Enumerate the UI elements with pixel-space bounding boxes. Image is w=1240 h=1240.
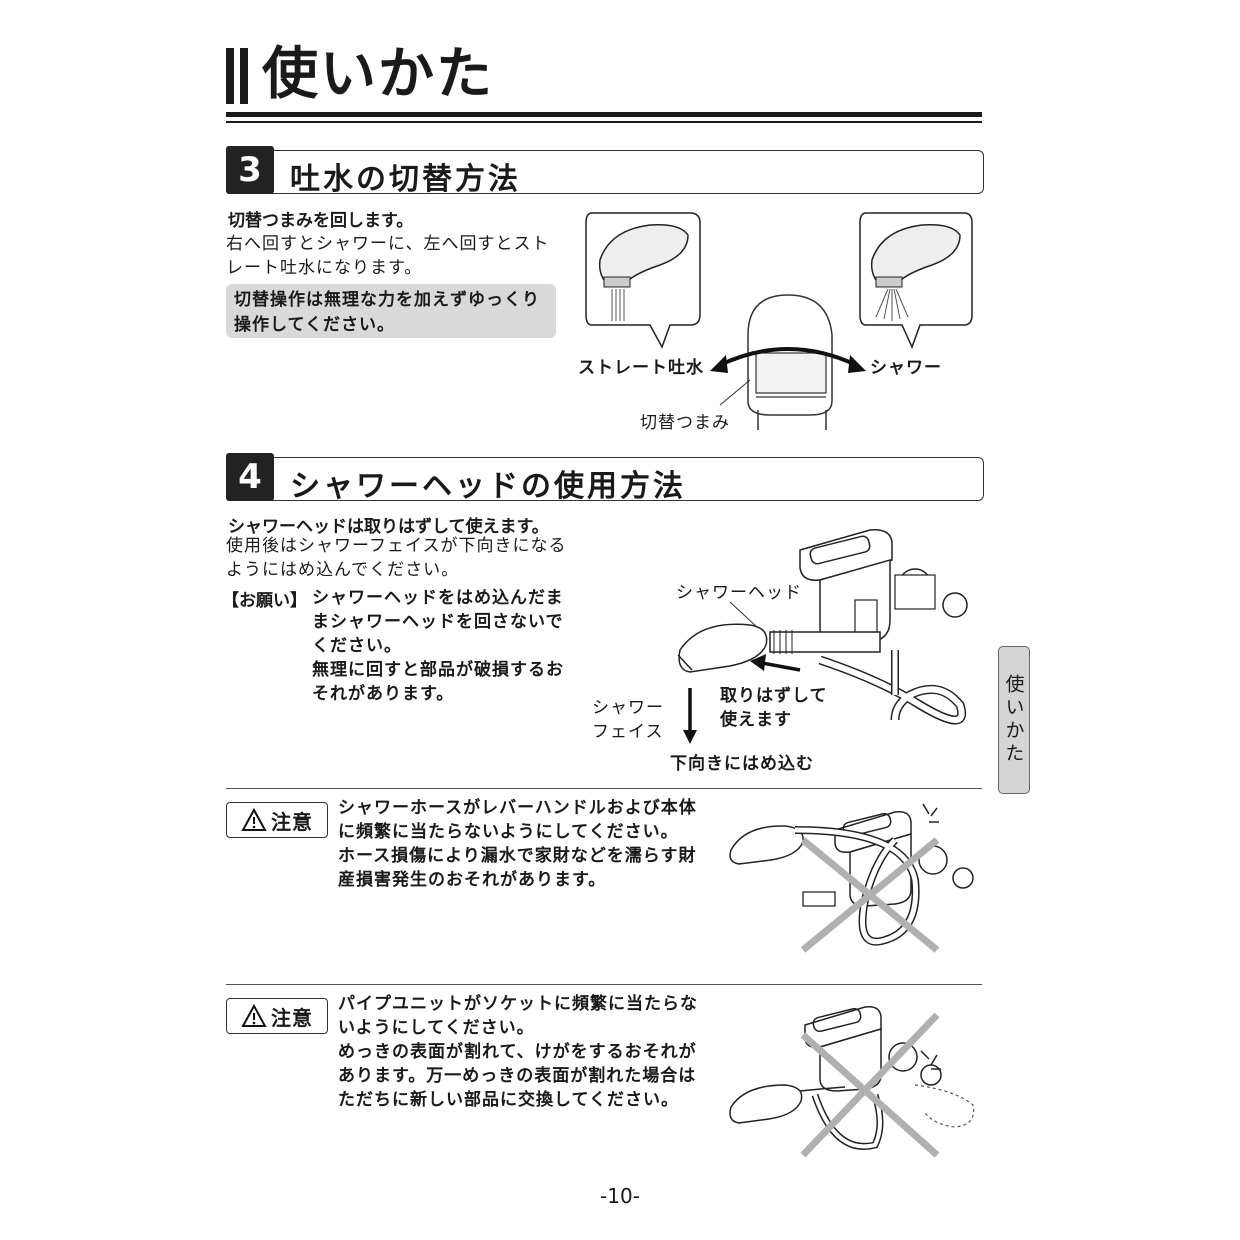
page-number: -10-	[600, 1184, 640, 1208]
label-remove-2: 使えます	[720, 710, 792, 730]
section3-lead: 切替つまみを回します。	[228, 211, 414, 231]
section3-note: 切替操作は無理な力を加えずゆっくり 操作してください。	[226, 284, 556, 338]
caution2-tag: 注意	[271, 1005, 313, 1030]
section3-number: 3	[226, 146, 274, 194]
header-rule-thin	[226, 121, 982, 123]
caution2-line-2: いようにしてください。	[338, 1018, 535, 1038]
caution2-text: パイプユニットがソケットに頻繁に当たらな いようにしてください。 めっきの表面が…	[338, 992, 698, 1112]
page-title: 使いかた	[262, 42, 494, 107]
request-line-2: まシャワーヘッドを回さないで	[312, 612, 564, 632]
caution2-line-3: めっきの表面が割れて、けがをするおそれが	[338, 1042, 697, 1062]
caution2-badge: 注意	[226, 998, 328, 1034]
section3-body-1: 右へ回すとシャワーに、左へ回すとスト	[226, 234, 550, 254]
section3-note-line-2: 操作してください。	[234, 315, 395, 335]
pipe-contact-illustration	[729, 1005, 975, 1158]
section4-number: 4	[226, 453, 274, 501]
caution1-line-3: ホース損傷により漏水で家財などを濡らす財	[338, 846, 697, 866]
section3-header	[228, 150, 984, 194]
section4-title: シャワーヘッドの使用方法	[290, 469, 686, 504]
request-line-3: ください。	[312, 636, 402, 656]
switch-knob-illustration	[585, 212, 973, 430]
label-face-1: シャワー	[592, 698, 664, 718]
label-remove-1: 取りはずして	[720, 686, 828, 706]
header-rule	[226, 112, 982, 117]
request-line-4: 無理に回すと部品が破損するお	[312, 660, 564, 680]
section4-header	[228, 457, 984, 501]
hose-contact-illustration	[729, 803, 974, 953]
label-knob: 切替つまみ	[640, 413, 730, 433]
label-down: 下向きにはめ込む	[670, 754, 814, 774]
caution2-line-4: あります。万一めっきの表面が割れた場合は	[338, 1066, 697, 1086]
shower-head-illustration	[677, 529, 968, 744]
title-marker-2	[240, 48, 248, 104]
request-text: シャワーヘッドをはめ込んだま まシャワーヘッドを回さないで ください。 無理に回…	[312, 586, 564, 706]
section3-body-2: レート吐水になります。	[226, 258, 423, 278]
label-shower: シャワー	[870, 358, 942, 378]
section3-note-line-1: 切替操作は無理な力を加えずゆっくり	[234, 290, 540, 310]
label-shower-head: シャワーヘッド	[676, 583, 802, 603]
section3-title: 吐水の切替方法	[290, 162, 521, 197]
caution2-separator	[226, 984, 982, 985]
warning-icon	[241, 1003, 267, 1027]
label-face-2: フェイス	[592, 722, 664, 742]
caution2-line-1: パイプユニットがソケットに頻繁に当たらな	[338, 994, 698, 1014]
caution1-line-1: シャワーホースがレバーハンドルおよび本体	[338, 798, 697, 818]
caution2-line-5: ただちに新しい部品に交換してください。	[338, 1090, 679, 1110]
section4-lead: シャワーヘッドは取りはずして使えます。	[228, 517, 549, 537]
request-line-1: シャワーヘッドをはめ込んだま	[312, 588, 564, 608]
request-line-5: それがあります。	[312, 684, 455, 704]
title-marker	[226, 48, 234, 104]
caution1-line-4: 産損害発生のおそれがあります。	[338, 870, 607, 890]
caution1-separator	[226, 788, 982, 789]
caution1-text: シャワーホースがレバーハンドルおよび本体 に頻繁に当たらないようにしてください。…	[338, 796, 697, 892]
warning-icon	[241, 807, 267, 831]
side-tab: 使いかた	[998, 646, 1030, 794]
caution1-tag: 注意	[271, 809, 313, 834]
section4-body-1: 使用後はシャワーフェイスが下向きになる	[226, 536, 567, 556]
section4-body-2: ようにはめ込んでください。	[226, 560, 460, 580]
caution1-line-2: に頻繁に当たらないようにしてください。	[338, 822, 679, 842]
label-straight: ストレート吐水	[578, 358, 704, 378]
request-tag: 【お願い】	[222, 591, 307, 611]
caution1-badge: 注意	[226, 802, 328, 838]
